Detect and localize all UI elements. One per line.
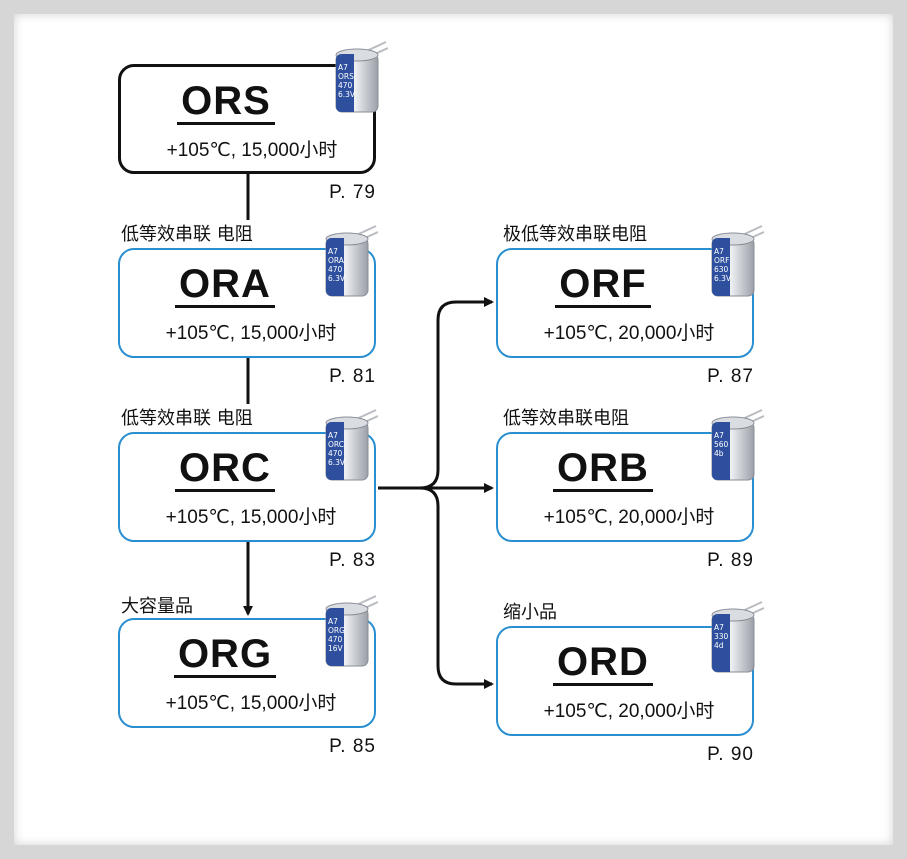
capacitor-label: ORF	[714, 256, 729, 265]
node-ord: ORD +105℃, 20,000小时	[496, 626, 754, 736]
capacitor-label: 6.3V	[328, 274, 346, 283]
node-spec: +105℃, 15,000小时	[165, 693, 337, 714]
node-orb: ORB +105℃, 20,000小时	[496, 432, 754, 542]
tag-ord: 缩小品	[502, 598, 558, 624]
capacitor-label: 4d	[714, 641, 724, 650]
capacitor-label: 470	[338, 81, 353, 90]
capacitor-label: 470	[328, 265, 343, 274]
capacitor-label: 4b	[714, 449, 724, 458]
node-spec: +105℃, 20,000小时	[543, 507, 715, 528]
tag-ora: 低等效串联 电阻	[120, 220, 254, 246]
capacitor-label: A7	[714, 247, 724, 256]
node-title: ORA	[120, 262, 330, 308]
node-title: ORB	[498, 446, 708, 492]
capacitor-label: ORC	[328, 440, 344, 449]
capacitor-label: 630	[714, 265, 729, 274]
capacitor-label: 470	[328, 449, 343, 458]
capacitor-label: A7	[328, 247, 338, 256]
arrow-orc-to-ord	[419, 486, 494, 689]
capacitor-label: 330	[714, 632, 729, 641]
node-title: ORD	[498, 640, 708, 686]
capacitor-label: 6.3V	[338, 90, 356, 99]
node-ors: ORS +105℃, 15,000小时	[118, 64, 376, 174]
page-ref-orc: P. 83	[329, 550, 376, 571]
capacitor-label: 6.3V	[714, 274, 732, 283]
capacitor-label: A7	[714, 623, 724, 632]
node-orf: ORF +105℃, 20,000小时	[496, 248, 754, 358]
arrow-orc-to-orf	[419, 297, 494, 490]
tag-org: 大容量品	[120, 592, 194, 618]
page-ref-orf: P. 87	[707, 366, 754, 387]
page-ref-ora: P. 81	[329, 366, 376, 387]
node-ora: ORA +105℃, 15,000小时	[118, 248, 376, 358]
page-ref-ors: P. 79	[329, 182, 376, 203]
capacitor-label: 560	[714, 440, 729, 449]
capacitor-label: ORS	[338, 72, 354, 81]
node-spec: +105℃, 15,000小时	[165, 323, 337, 344]
capacitor-label: A7	[328, 431, 338, 440]
node-spec: +105℃, 15,000小时	[165, 507, 337, 528]
capacitor-label: A7	[714, 431, 724, 440]
capacitor-label: 6.3V	[328, 458, 346, 467]
capacitor-label: 16V	[328, 644, 344, 653]
capacitor-label: 470	[328, 635, 343, 644]
capacitor-label: ORA	[328, 256, 345, 265]
tag-orc: 低等效串联 电阻	[120, 404, 254, 430]
node-spec: +105℃, 15,000小时	[166, 140, 338, 161]
node-title: ORC	[120, 446, 330, 492]
page-ref-orb: P. 89	[707, 550, 754, 571]
capacitor-label: ORG	[328, 626, 345, 635]
node-title: ORS	[121, 79, 331, 125]
capacitor-label: A7	[338, 63, 348, 72]
tag-orf: 极低等效串联电阻	[502, 220, 648, 246]
page-ref-ord: P. 90	[707, 744, 754, 765]
node-title: ORG	[120, 632, 330, 678]
page-ref-org: P. 85	[329, 736, 376, 757]
node-spec: +105℃, 20,000小时	[543, 323, 715, 344]
node-spec: +105℃, 20,000小时	[543, 701, 715, 722]
node-title: ORF	[498, 262, 708, 308]
capacitor-label: A7	[328, 617, 338, 626]
tag-orb: 低等效串联电阻	[502, 404, 630, 430]
